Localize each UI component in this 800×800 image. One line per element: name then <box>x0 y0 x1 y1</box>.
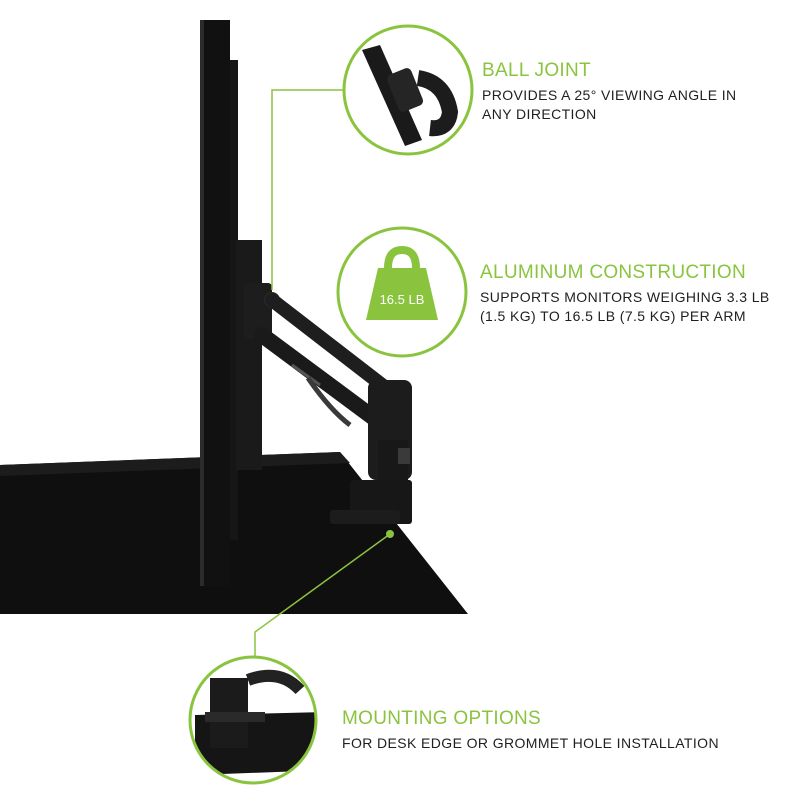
feature-title: ALUMINUM CONSTRUCTION <box>480 262 746 283</box>
monitor <box>200 20 262 586</box>
kettlebell-weight-icon <box>366 245 438 320</box>
feature-ball-joint: BALL JOINT PROVIDES A 25° VIEWING ANGLE … <box>482 60 782 124</box>
feature-title: BALL JOINT <box>482 60 591 81</box>
feature-aluminum-construction: ALUMINUM CONSTRUCTION SUPPORTS MONITORS … <box>480 262 780 326</box>
mounting-detail-circle <box>188 655 318 785</box>
feature-description: FOR DESK EDGE OR GROMMET HOLE INSTALLATI… <box>342 735 719 751</box>
ball-joint-detail-circle <box>342 24 474 156</box>
feature-title: MOUNTING OPTIONS <box>342 708 542 729</box>
monitor-arm <box>244 283 412 524</box>
feature-description: PROVIDES A 25° VIEWING ANGLE IN ANY DIRE… <box>482 87 737 122</box>
feature-mounting-options: MOUNTING OPTIONS FOR DESK EDGE OR GROMME… <box>342 708 762 753</box>
feature-description: SUPPORTS MONITORS WEIGHING 3.3 LB (1.5 K… <box>480 289 770 324</box>
weight-icon-circle: 16.5 LB <box>336 226 468 358</box>
callout-lines <box>254 89 394 662</box>
weight-badge: 16.5 LB <box>380 292 425 307</box>
